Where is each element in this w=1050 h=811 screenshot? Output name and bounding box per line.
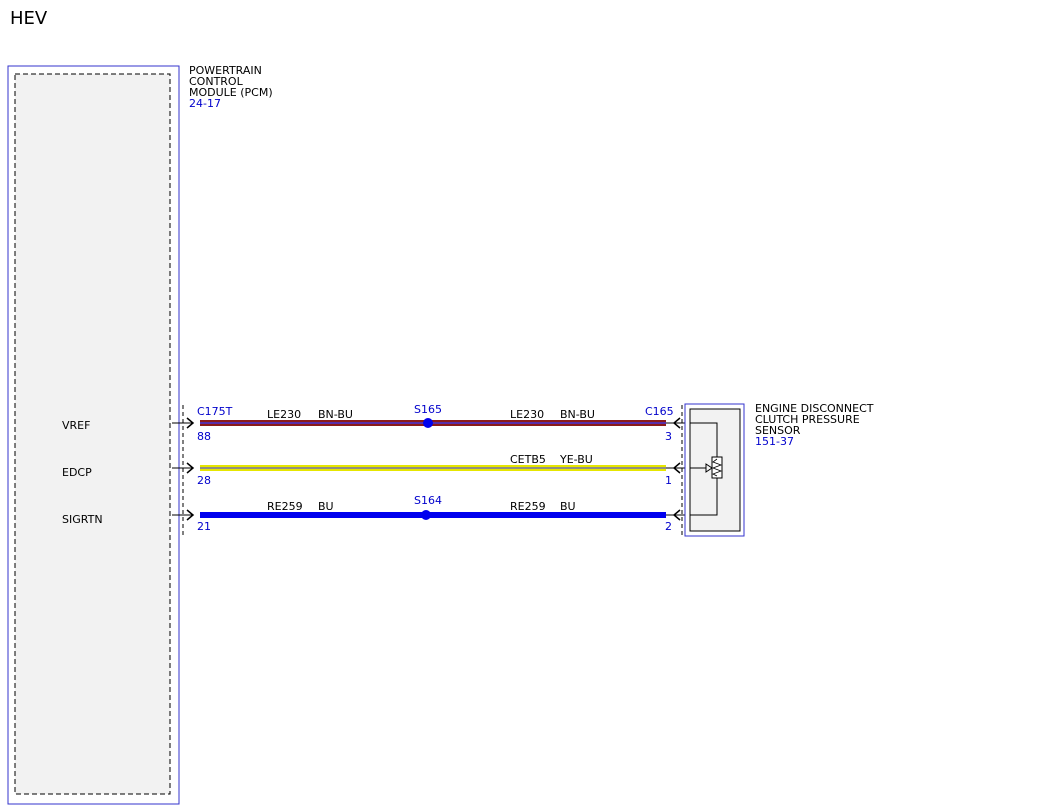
pcm-name-line-1: POWERTRAIN (189, 64, 262, 77)
pcm-pin-28: 28 (197, 474, 211, 487)
pcm-signal-sigrtn: SIGRTN (62, 513, 103, 526)
sensor-pin-2: 2 (665, 520, 672, 533)
sensor-pin-3: 3 (665, 430, 672, 443)
pcm-name-line-3: MODULE (PCM) (189, 86, 273, 99)
pcm-module[interactable] (7, 65, 184, 805)
pcm-signal-edcp: EDCP (62, 466, 92, 479)
wire-vref-left-color: BN-BU (318, 408, 353, 421)
pcm-name-line-2: CONTROL (189, 75, 244, 88)
splice-s165-dot[interactable] (423, 418, 433, 428)
pcm-connector-label[interactable]: C175T (197, 405, 233, 418)
wire-sigrtn-left-circuit: RE259 (267, 500, 303, 513)
wire-edcp[interactable] (172, 462, 690, 474)
page-title: HEV (10, 8, 48, 29)
pcm-ref-link[interactable]: 24-17 (189, 97, 221, 110)
wire-vref-right-color: BN-BU (560, 408, 595, 421)
wire-vref-right-circuit: LE230 (510, 408, 544, 421)
wire-vref-left-circuit: LE230 (267, 408, 301, 421)
sensor-name-line-3: SENSOR (755, 424, 801, 437)
wire-sigrtn-right-color: BU (560, 500, 576, 513)
pcm-pin-88: 88 (197, 430, 211, 443)
clutch-pressure-sensor[interactable] (681, 403, 745, 537)
wire-edcp-right-color: YE-BU (559, 453, 593, 466)
sensor-ref-link[interactable]: 151-37 (755, 435, 794, 448)
wire-edcp-right-circuit: CETB5 (510, 453, 546, 466)
pcm-signal-vref: VREF (62, 419, 90, 432)
wire-sigrtn-left-color: BU (318, 500, 334, 513)
wire-sigrtn[interactable] (172, 509, 690, 521)
potentiometer-icon (711, 456, 723, 479)
sensor-name-line-1: ENGINE DISCONNECT (755, 402, 874, 415)
pcm-pin-21: 21 (197, 520, 211, 533)
sensor-connector-label[interactable]: C165 (645, 405, 674, 418)
splice-s164-dot[interactable] (421, 510, 431, 520)
wire-sigrtn-right-circuit: RE259 (510, 500, 546, 513)
sensor-pin-1: 1 (665, 474, 672, 487)
splice-s164-label[interactable]: S164 (414, 494, 442, 507)
splice-s165-label[interactable]: S165 (414, 403, 442, 416)
sensor-name-line-2: CLUTCH PRESSURE (755, 413, 860, 426)
